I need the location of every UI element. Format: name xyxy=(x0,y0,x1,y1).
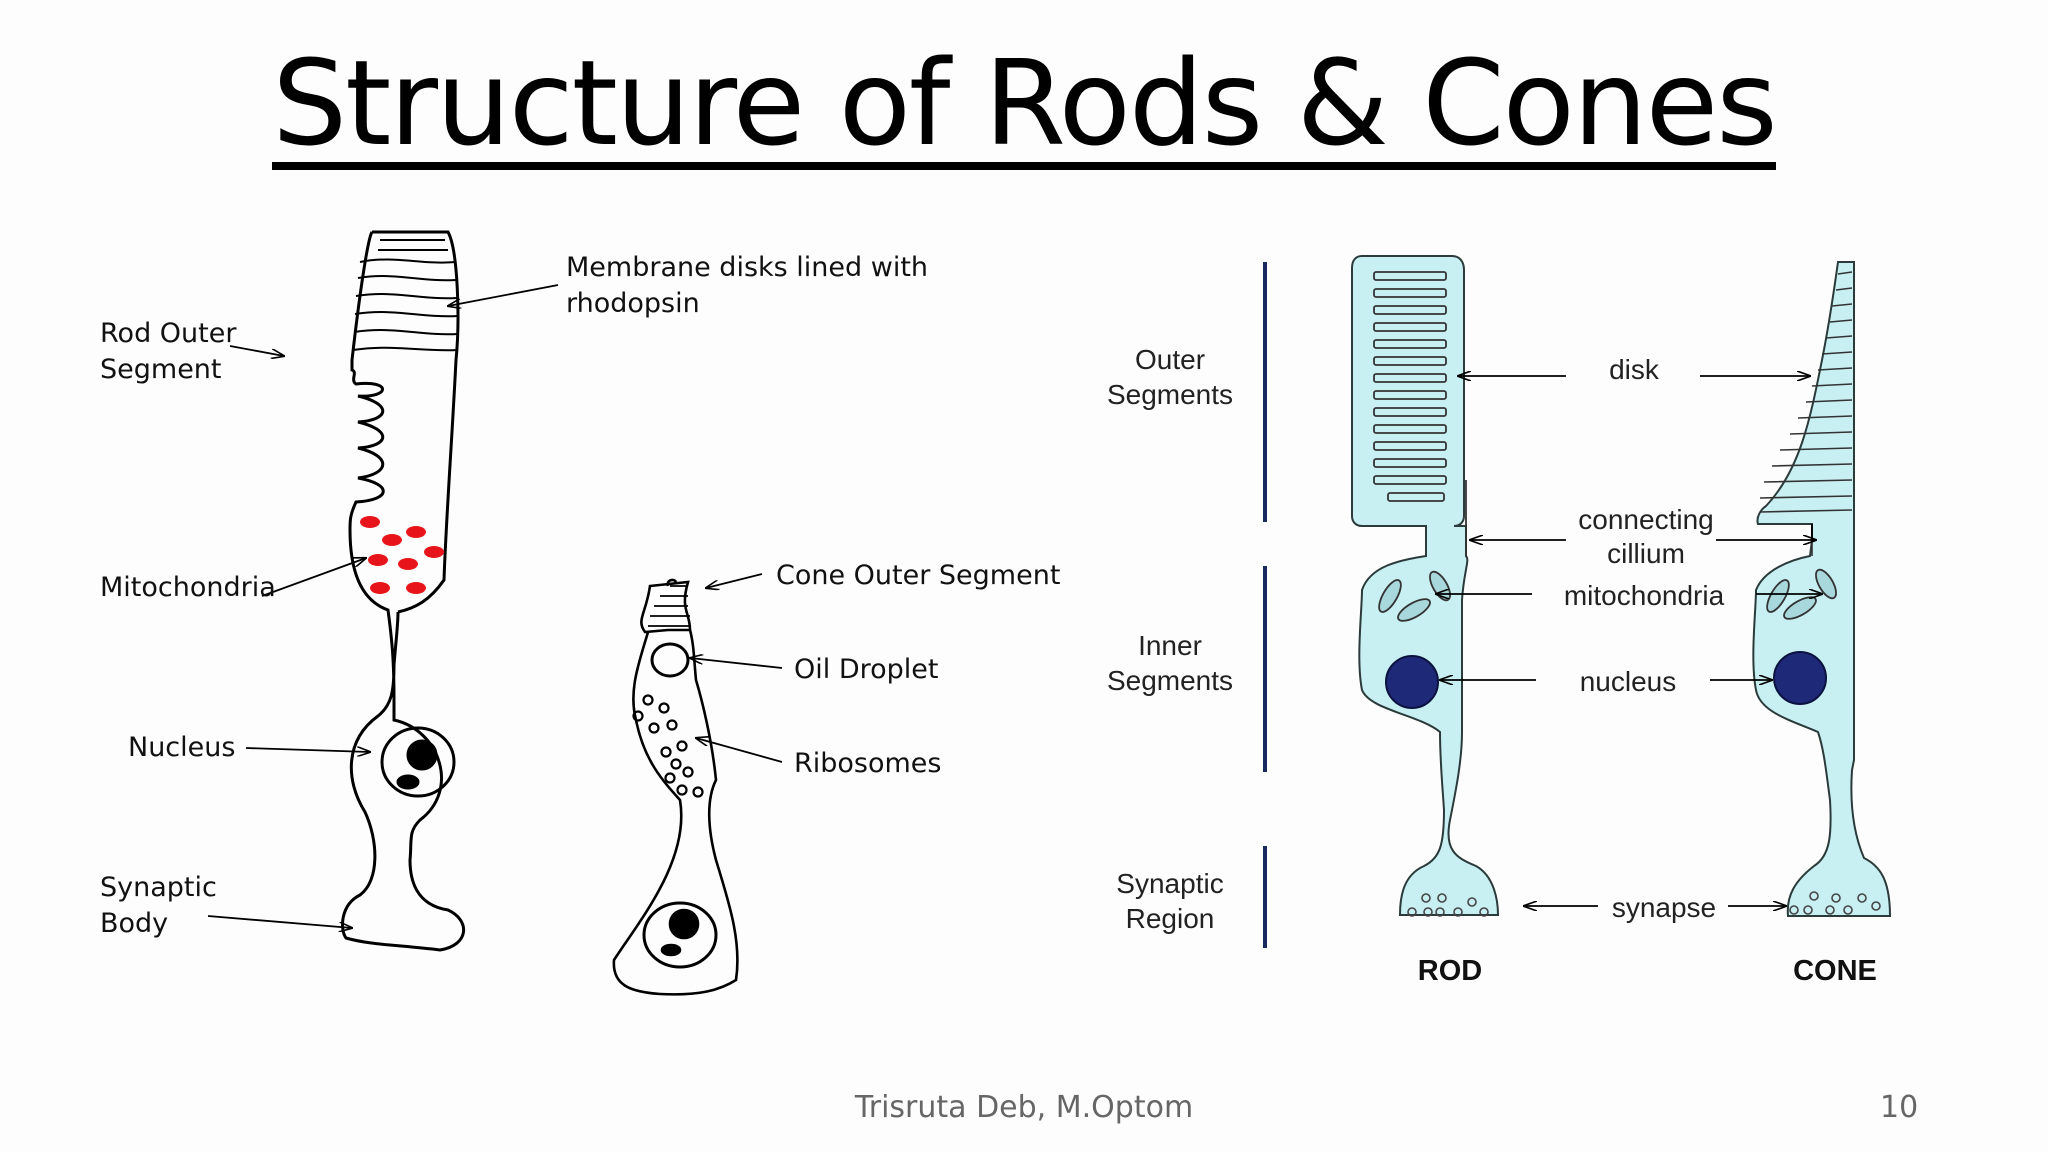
label-cone: CONE xyxy=(1793,955,1877,987)
right-arrows xyxy=(1436,376,1822,906)
label-rod-outer-2: Segment xyxy=(100,354,222,385)
label-rod-outer: Rod Outer xyxy=(100,318,237,349)
label-membrane-disks-2: rhodopsin xyxy=(566,288,700,319)
label-nucleus-right: nucleus xyxy=(1579,666,1677,697)
label-synaptic: Synaptic xyxy=(100,872,217,903)
rod-outer-segment xyxy=(341,231,466,952)
label-membrane-disks: Membrane disks lined with xyxy=(566,252,929,283)
label-cone-outer: Cone Outer Segment xyxy=(776,560,1061,591)
label-inner-segments: Segments xyxy=(1106,665,1234,696)
label-cillium: cillium xyxy=(1607,538,1685,569)
label-oil-droplet: Oil Droplet xyxy=(794,654,939,685)
oil-droplet xyxy=(650,642,690,678)
label-mitochondria-right: mitochondria xyxy=(1563,580,1725,611)
rod-nucleus-dot xyxy=(1385,655,1439,709)
cone-synapse-vesicles xyxy=(1789,891,1881,915)
label-synapse: synapse xyxy=(1611,892,1717,923)
label-ribosomes: Ribosomes xyxy=(794,748,942,779)
rod-sketch xyxy=(341,230,466,952)
label-region: Region xyxy=(1125,903,1215,934)
rod-synapse-vesicles xyxy=(1407,893,1489,917)
label-connecting: connecting xyxy=(1578,504,1714,535)
left-arrows xyxy=(207,284,783,928)
title-text: Structure of Rods & Cones xyxy=(272,34,1778,172)
cone-nucleus-dot xyxy=(1773,651,1827,705)
label-body: Body xyxy=(100,908,169,939)
rod-cell xyxy=(1351,255,1500,916)
rod-mitochondria xyxy=(360,516,444,594)
label-nucleus-left: Nucleus xyxy=(128,732,236,763)
label-inner: Inner xyxy=(1138,630,1202,661)
cone-outer-segment xyxy=(640,580,692,634)
cone-organelles xyxy=(1766,568,1837,620)
footer-author: Trisruta Deb, M.Optom xyxy=(854,1090,1194,1125)
label-rod: ROD xyxy=(1417,955,1483,987)
label-outer: Outer xyxy=(1134,344,1206,375)
page-number: 10 xyxy=(1880,1090,1919,1125)
label-outer-segments: Segments xyxy=(1106,379,1234,410)
slide-title: Structure of Rods & Cones xyxy=(0,38,2048,170)
rod-disks xyxy=(1373,271,1467,556)
cone-nucleus xyxy=(642,901,718,969)
cone-sketch xyxy=(612,578,739,996)
label-synaptic-region: Synaptic xyxy=(1116,868,1224,899)
label-disk: disk xyxy=(1609,354,1659,385)
rod-nucleus xyxy=(380,726,456,798)
label-mitochondria-left: Mitochondria xyxy=(100,572,276,603)
cone-ribosomes xyxy=(632,694,704,798)
